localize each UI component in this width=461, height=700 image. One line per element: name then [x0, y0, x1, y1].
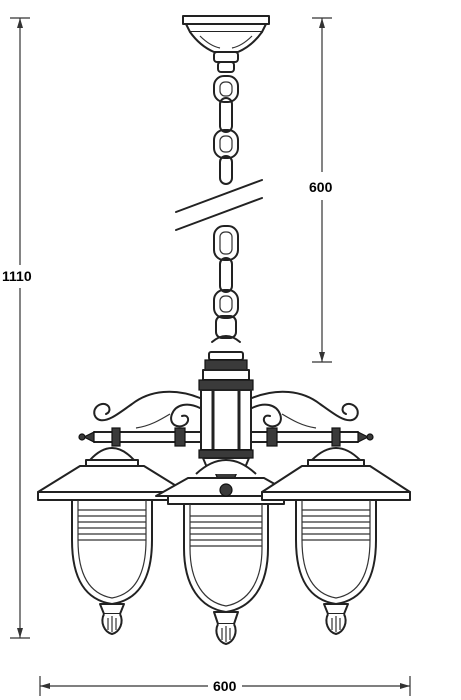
left-lantern — [37, 447, 187, 635]
total-width-label: 600 — [213, 678, 237, 694]
total-height-label: 1110 — [2, 268, 32, 284]
left-arm — [78, 390, 201, 447]
chain-dimension-line — [312, 17, 332, 363]
chain-length-label: 600 — [309, 179, 333, 195]
chain — [175, 75, 263, 343]
ceiling-canopy — [182, 15, 270, 73]
width-dimension-line — [39, 676, 411, 696]
central-column — [198, 351, 254, 497]
height-dimension-line — [10, 17, 30, 639]
middle-lantern — [155, 459, 297, 645]
right-arm — [251, 390, 374, 447]
right-lantern — [261, 447, 411, 635]
